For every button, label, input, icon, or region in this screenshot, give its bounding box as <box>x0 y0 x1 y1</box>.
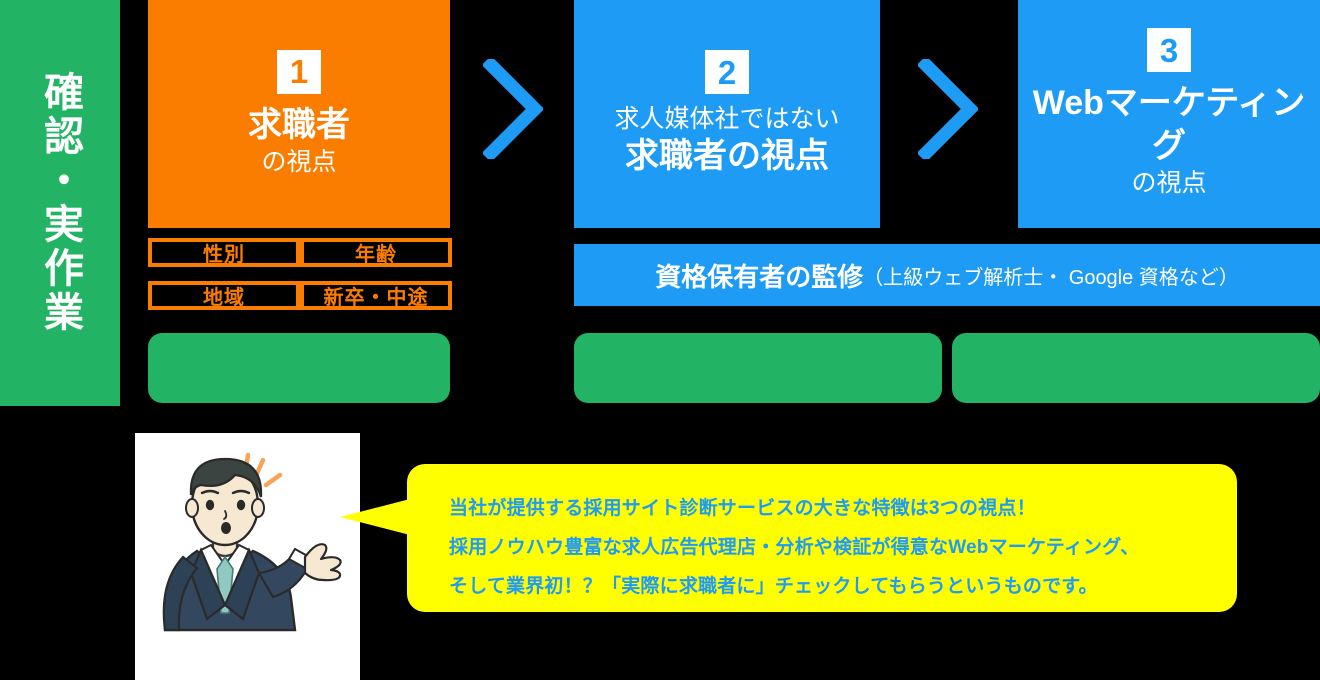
attribute-tag-area: 地域 <box>148 281 300 310</box>
callout-bubble: 当社が提供する採用サイト診断サービスの大きな特徴は3つの視点！ 採用ノウハウ豊富… <box>407 464 1237 612</box>
step-subtitle-top-2: 求人媒体社ではない <box>614 105 840 134</box>
step-title-suffix-2: の視点 <box>727 137 829 176</box>
step-panel-1: 1 求職者 の視点 <box>148 0 450 228</box>
sidebar-label: 確認・実作業 <box>38 71 82 335</box>
callout-line-3: そして業界初！？「実際に求職者に」チェックしてもらうというものです。 <box>449 575 1098 597</box>
deliverable-box-1 <box>148 333 450 403</box>
illustration-card <box>135 433 360 680</box>
step-title-1: 求職者 <box>248 105 350 144</box>
deliverable-box-2 <box>574 333 942 403</box>
attribute-tag-age: 年齢 <box>300 238 452 267</box>
step-title-3: Webマーケティング <box>1032 84 1306 165</box>
step-number-badge-2: 2 <box>705 50 749 95</box>
step-number-badge-3: 3 <box>1147 28 1191 73</box>
step-panel-3: 3 Webマーケティング の視点 <box>1018 0 1320 228</box>
deliverable-box-3 <box>952 333 1320 403</box>
certification-title: 資格保有者の監修 <box>655 261 864 292</box>
step-title-row-2: 求職者 の視点 <box>625 135 829 178</box>
certification-note: （上級ウェブ解析士・ Google 資格など） <box>863 266 1239 289</box>
callout-line-2: 採用ノウハウ豊富な求人広告代理店・分析や検証が得意なWebマーケティング、 <box>449 536 1140 558</box>
attribute-tag-gender: 性別 <box>148 238 300 267</box>
certification-band: 資格保有者の監修 （上級ウェブ解析士・ Google 資格など） <box>574 244 1320 306</box>
step-panel-2: 2 求人媒体社ではない 求職者 の視点 <box>574 0 880 228</box>
step-subtitle-1: の視点 <box>261 148 337 176</box>
attribute-tag-career: 新卒・中途 <box>300 281 452 310</box>
sidebar-banner: 確認・実作業 <box>0 0 120 406</box>
callout-pointer-icon <box>340 499 410 535</box>
chevron-right-icon-1 <box>483 59 543 159</box>
callout-line-1: 当社が提供する採用サイト診断サービスの大きな特徴は3つの視点！ <box>449 498 1036 519</box>
step-subtitle-3: の視点 <box>1131 169 1207 198</box>
businessman-presenting-icon <box>162 452 342 632</box>
step-number-badge-1: 1 <box>277 49 321 94</box>
step-title-2: 求職者 <box>625 137 727 176</box>
chevron-right-icon-2 <box>918 59 978 159</box>
